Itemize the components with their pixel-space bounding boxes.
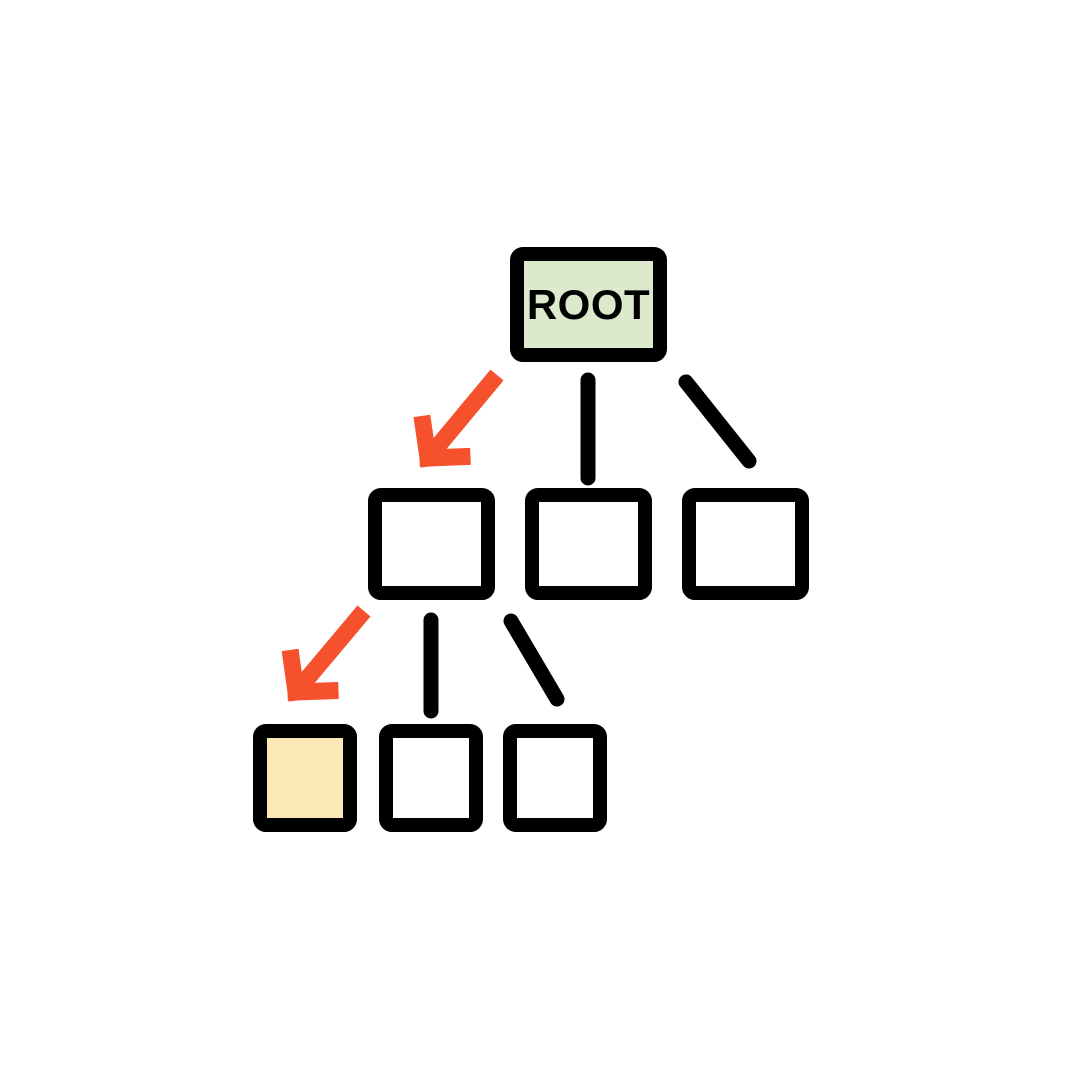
connector-line	[678, 374, 757, 469]
nodes-layer: ROOT	[253, 247, 809, 832]
node-box[interactable]	[368, 488, 495, 600]
node-box[interactable]	[379, 724, 483, 832]
node-label: ROOT	[527, 281, 650, 328]
arrow-head-leg-b	[419, 447, 471, 467]
tree-node-l2-n1[interactable]	[368, 488, 495, 600]
arrow-shaft	[289, 605, 371, 698]
tree-node-root[interactable]: ROOT	[510, 247, 667, 362]
node-box[interactable]	[525, 488, 652, 600]
tree-node-l2-n2[interactable]	[525, 488, 652, 600]
tree-node-l3-n1[interactable]	[253, 724, 357, 832]
tree-node-l3-n3[interactable]	[503, 724, 607, 832]
tree-node-l2-n3[interactable]	[682, 488, 809, 600]
connectors-layer	[423, 372, 757, 719]
tree-node-l3-n2[interactable]	[379, 724, 483, 832]
node-box[interactable]	[510, 247, 667, 362]
node-box[interactable]	[253, 724, 357, 832]
node-box[interactable]	[503, 724, 607, 832]
node-box[interactable]	[682, 488, 809, 600]
connector-line	[503, 613, 565, 707]
arrow-shaft	[421, 369, 504, 464]
arrows-layer	[281, 369, 504, 702]
arrow-head-leg-b	[287, 682, 339, 701]
arrow-l2n1-to-l3n1-icon	[281, 605, 371, 702]
arrow-root-to-l2n1-icon	[413, 369, 504, 468]
